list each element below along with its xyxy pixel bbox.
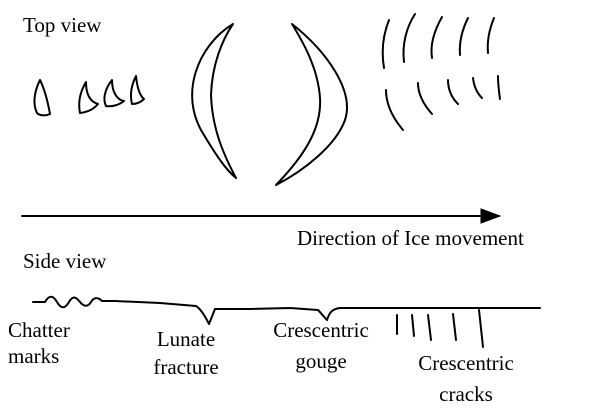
top-view-crescentric-cracks (381, 13, 501, 131)
crack-5 (486, 17, 495, 54)
crack-2 (402, 13, 416, 63)
direction-label: Direction of Ice movement (297, 226, 524, 250)
chatter-marks-label-line-1: Chatter (8, 318, 70, 342)
crescentric-gouge-label-line-2: gouge (295, 349, 347, 373)
top-view-lunate-fracture (191, 23, 237, 179)
top-view-chatter-marks (33, 75, 145, 117)
crack-10 (497, 75, 501, 100)
direction-arrow (21, 208, 502, 224)
chatter-marks-label: Chatter marks (8, 319, 70, 368)
top-view-crescentric-gouge (275, 23, 348, 186)
crack-6 (385, 89, 404, 131)
crescentric-gouge-label-line-1: Crescentric (273, 318, 369, 342)
crescentric-cracks-label: Crescentric cracks (398, 352, 534, 406)
crescentric-cracks-label-line-2: cracks (439, 382, 493, 406)
chatter-mark-3 (103, 79, 125, 108)
crack-3 (430, 16, 443, 59)
crescentric-cracks-label-line-1: Crescentric (418, 351, 514, 375)
crack-8 (447, 79, 459, 105)
chatter-mark-1 (33, 79, 51, 117)
crack-1 (381, 19, 390, 69)
top-view-label: Top view (23, 13, 102, 37)
crack-9 (472, 77, 483, 99)
side-view-bed-profile (32, 295, 541, 325)
lunate-fracture-label: Lunate fracture (136, 328, 236, 379)
crescentric-gouge-label: Crescentric gouge (253, 319, 389, 373)
chatter-mark-4 (130, 75, 145, 105)
chatter-mark-2 (78, 81, 99, 114)
crack-4 (458, 17, 469, 56)
lunate-fracture-label-line-2: fracture (153, 355, 219, 379)
side-view-crack-ticks (396, 309, 484, 348)
side-view-label: Side view (23, 249, 107, 273)
crack-7 (417, 82, 433, 115)
lunate-fracture-label-line-1: Lunate (156, 327, 216, 351)
chatter-marks-label-line-2: marks (8, 344, 60, 368)
